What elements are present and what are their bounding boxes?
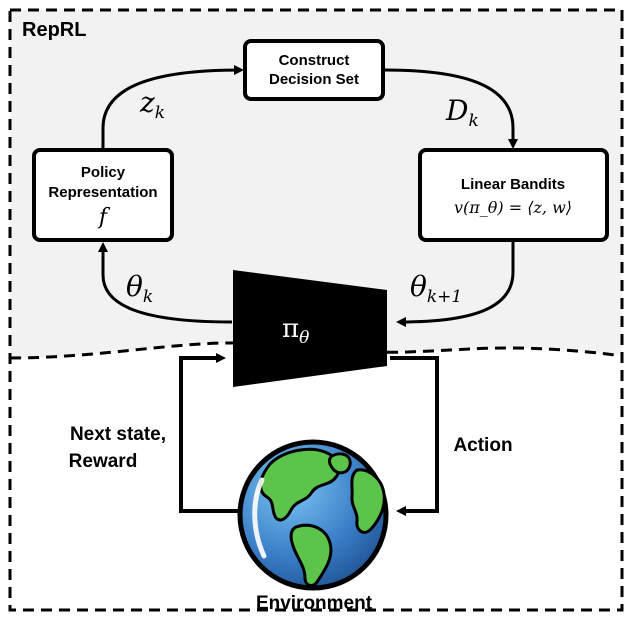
earth-globe-icon (237, 439, 389, 591)
construct-line2: Decision Set (269, 71, 359, 88)
label-d-k: Dk (445, 94, 479, 131)
reprl-title: RepRL (22, 19, 86, 41)
reprl-region (10, 10, 622, 358)
arrow-policy-network-to-representation (98, 242, 233, 324)
bandits-line1: Linear Bandits (461, 176, 565, 193)
arrow-construct-to-bandits (384, 68, 518, 149)
policy-line2: Representation (48, 184, 157, 201)
construct-decision-set-box: Construct Decision Set (243, 39, 385, 101)
construct-line1: Construct (279, 52, 350, 69)
outer-frame (8, 8, 624, 612)
arrow-policy-to-construct (101, 65, 244, 148)
policy-representation-box: Policy Representation f (32, 148, 174, 242)
arrow-policy-to-environment (390, 356, 439, 516)
reward-label: Reward (69, 451, 138, 472)
reprl-boundary (9, 341, 623, 360)
next-state-label: Next state, (70, 424, 166, 445)
arrow-environment-to-policy (179, 353, 240, 513)
bandits-formula-text: v(π_θ) = ⟨z, w⟩ (454, 198, 572, 217)
linear-bandits-box: Linear Bandits v(π_θ) = ⟨z, w⟩ (418, 148, 609, 242)
policy-line1: Policy (81, 164, 126, 181)
environment-label: Environment (256, 593, 373, 614)
bandits-formula: v(π_θ) = ⟨z, w⟩ (454, 198, 572, 217)
policy-network: πθ (233, 270, 387, 387)
arrow-bandits-to-policy-network (396, 242, 515, 327)
action-label: Action (453, 435, 512, 456)
